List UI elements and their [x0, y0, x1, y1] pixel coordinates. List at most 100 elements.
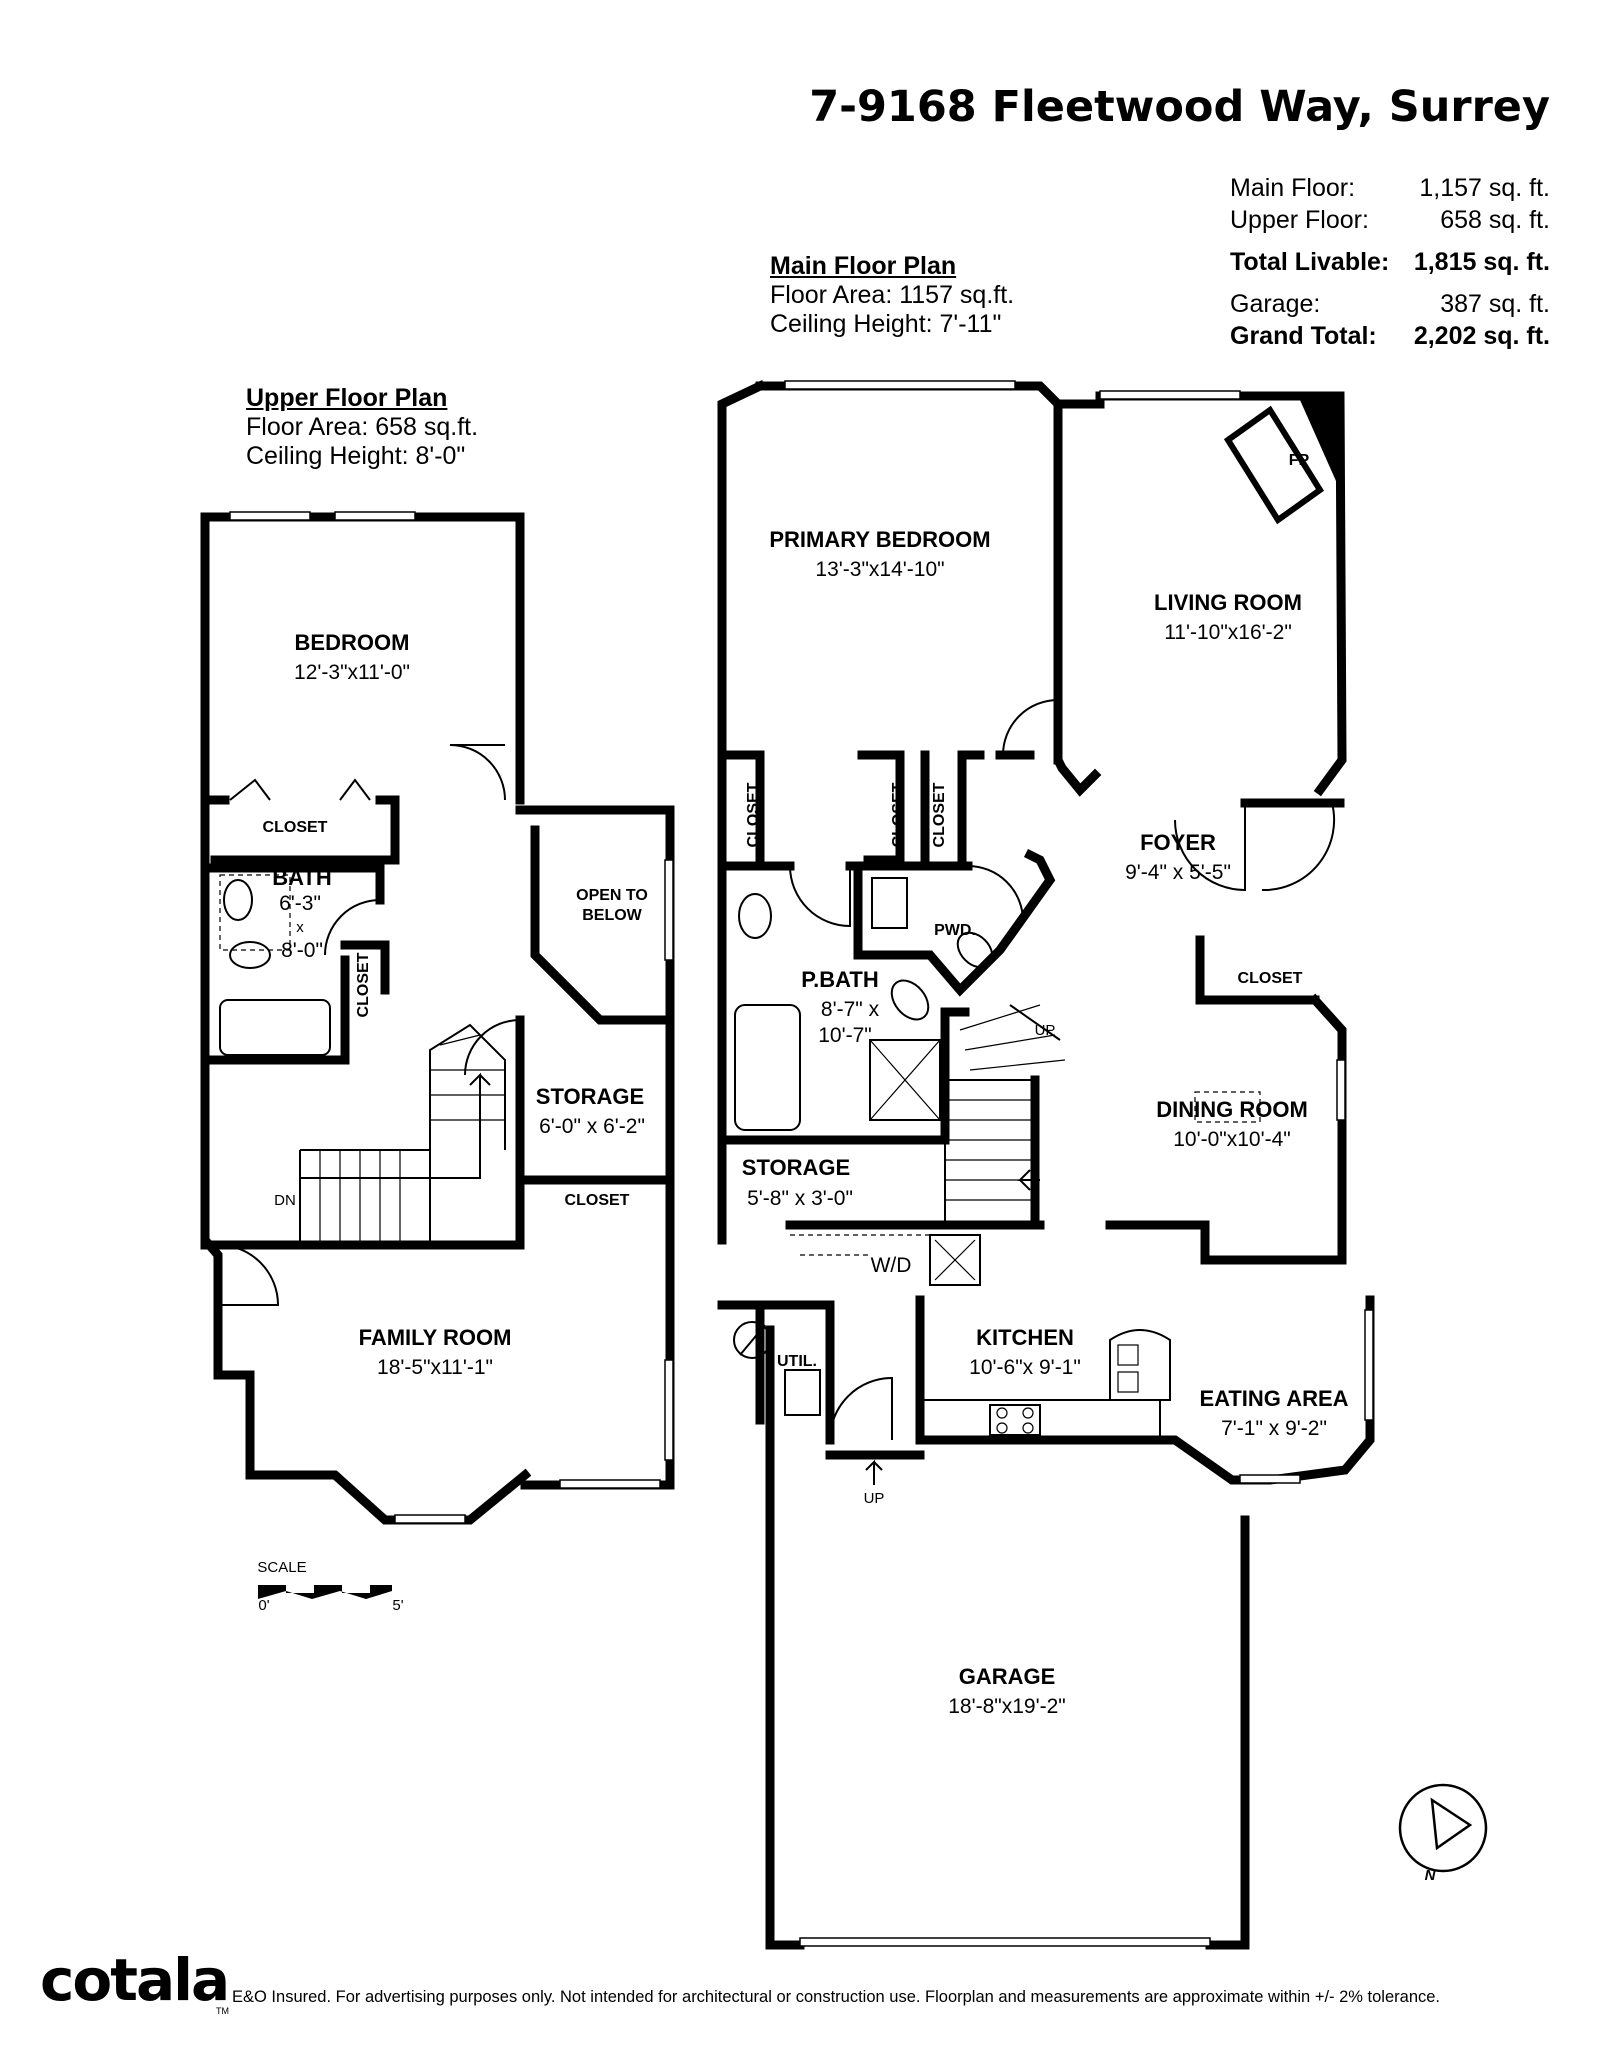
- north-label: N: [1425, 1867, 1437, 1884]
- garage-entry-door: [829, 1376, 893, 1441]
- p-bath-shower-wall: [940, 1007, 970, 1145]
- upper-south: [245, 1468, 532, 1525]
- p-bath-dims-1: 8'-7" x: [821, 998, 880, 1021]
- kitchen-range: [989, 1404, 1041, 1436]
- upper-outer-west: [200, 512, 255, 1480]
- main-dining-east: [1308, 993, 1347, 1265]
- upper-storage-dims: 6'-0" x 6'-2": [539, 1115, 645, 1138]
- garage-row: Garage: 387 sq. ft.: [1230, 288, 1550, 320]
- garage-west-wall: [765, 1325, 805, 1950]
- total-livable-row: Total Livable: 1,815 sq. ft.: [1230, 246, 1550, 278]
- garage-name: GARAGE: [959, 1664, 1056, 1689]
- p-bath-sink: [738, 893, 772, 939]
- scale-bar-graphic: [258, 1585, 392, 1599]
- garage-east-wall: [1205, 1515, 1250, 1950]
- upper-east-window: [664, 859, 674, 961]
- pwd-label: PWD.: [934, 922, 976, 939]
- upper-bath-dims-3: 8'-0": [281, 939, 323, 962]
- main-floor: [717, 380, 1375, 1950]
- main-floor-value: 1,157 sq. ft.: [1419, 174, 1550, 202]
- upper-closet-2-label: CLOSET: [355, 952, 372, 1017]
- burner-1: [996, 1407, 1008, 1419]
- upper-bedroom-dims: 12'-3"x11'-0": [294, 661, 410, 684]
- water-heater: [733, 1321, 771, 1359]
- eating-area-window: [1364, 1309, 1374, 1421]
- upper-bedroom-top: [200, 512, 525, 805]
- garage-up-arrow: [865, 1459, 883, 1485]
- open-to-below-line-2: BELOW: [582, 907, 642, 924]
- property-address: 7-9168 Fleetwood Way, Surrey: [809, 82, 1550, 132]
- primary-bedroom-dims: 13'-3"x14'-10": [815, 558, 944, 581]
- eating-south-window: [1239, 1474, 1301, 1484]
- eating-area-dims: 7'-1" x 9'-2": [1221, 1417, 1327, 1440]
- upper-bedroom-name: BEDROOM: [295, 630, 410, 655]
- p-bath-dims-2: 10'-7": [818, 1024, 872, 1047]
- family-room-name: FAMILY ROOM: [359, 1325, 512, 1350]
- kitchen-sink-2: [1117, 1371, 1139, 1393]
- upper-floor-area: Floor Area: 658 sq.ft.: [246, 413, 479, 441]
- foyer-dims: 9'-4" x 5'-5": [1125, 861, 1231, 884]
- p-bath-door: [789, 865, 851, 928]
- burner-4: [1022, 1422, 1034, 1434]
- primary-bedroom-closet-wall: [717, 750, 905, 865]
- upper-bath-dims-1: 6'-3": [279, 892, 321, 915]
- upper-bath-bottom: [200, 955, 350, 1065]
- main-floor-label: Main Floor:: [1230, 174, 1356, 202]
- burner-2: [1022, 1407, 1034, 1419]
- garage-door: [799, 1937, 1211, 1947]
- primary-bedroom-name: PRIMARY BEDROOM: [769, 527, 990, 552]
- garage-dims: 18'-8"x19'-2": [948, 1695, 1066, 1718]
- upper-storage-name: STORAGE: [536, 1084, 644, 1109]
- living-room-name: LIVING ROOM: [1154, 590, 1302, 615]
- cotala-logo: cotala: [40, 1946, 230, 2014]
- upper-stairs: [299, 1023, 506, 1245]
- upper-bedroom-door: [449, 744, 506, 801]
- scale-bar: SCALE 0' 5': [257, 1559, 403, 1614]
- scale-label: SCALE: [257, 1559, 306, 1576]
- upper-family-window-2: [559, 1479, 661, 1489]
- kitchen-dims: 10'-6"x 9'-1": [969, 1356, 1081, 1379]
- laundry-dash: [790, 1234, 931, 1256]
- upper-floor: [200, 511, 675, 1525]
- upper-bedroom-closet-wall: [200, 795, 400, 865]
- washer-dryer-label: W/D: [871, 1254, 912, 1277]
- upper-bath-vanity: [219, 874, 291, 951]
- pwd-door: [967, 865, 1024, 922]
- upper-storage-walls: [200, 1015, 675, 1250]
- north-arrow-icon: [1430, 1797, 1473, 1851]
- upper-floor-label: Upper Floor:: [1230, 206, 1369, 234]
- main-stairs-up-label: UP: [1035, 1022, 1056, 1039]
- garage-label: Garage:: [1230, 290, 1321, 318]
- dining-room-name: DINING ROOM: [1156, 1097, 1308, 1122]
- upper-stairs-dn-label: DN: [274, 1192, 296, 1209]
- washer-dryer-cross: [934, 1239, 976, 1281]
- primary-bedroom-door: [1002, 699, 1059, 756]
- upper-floor-plan-header: Upper Floor Plan Floor Area: 658 sq.ft. …: [246, 384, 478, 471]
- util-label: UTIL.: [777, 1353, 817, 1370]
- upper-bedroom-window-1: [229, 511, 311, 521]
- kitchen-sink-1: [1117, 1344, 1139, 1366]
- family-room-dims: 18'-5"x11'-1": [377, 1356, 493, 1379]
- upper-bath-tub: [219, 999, 331, 1056]
- area-summary: Main Floor: 1,157 sq. ft. Upper Floor: 6…: [1230, 172, 1550, 352]
- upper-open-below-wall: [530, 825, 675, 1025]
- main-stairs: [944, 1004, 1066, 1225]
- upper-bath-door: [324, 899, 381, 956]
- main-floor-area: Floor Area: 1157 sq.ft.: [770, 281, 1015, 309]
- main-closet-3-label: CLOSET: [931, 782, 948, 847]
- p-bath-toilet: [890, 979, 930, 1021]
- upper-floor-row: Upper Floor: 658 sq. ft.: [1230, 204, 1550, 236]
- p-bath-name: P.BATH: [801, 967, 878, 992]
- living-room-door-slider: [1099, 390, 1241, 400]
- upper-closet-3-label: CLOSET: [565, 1192, 630, 1209]
- main-floor-plan-title: Main Floor Plan: [770, 252, 957, 280]
- dining-light: [1194, 1091, 1261, 1123]
- main-floor-row: Main Floor: 1,157 sq. ft.: [1230, 172, 1550, 204]
- upper-floor-value: 658 sq. ft.: [1440, 206, 1550, 234]
- grand-total-row: Grand Total: 2,202 sq. ft.: [1230, 320, 1550, 352]
- p-bath-tub: [734, 1004, 801, 1131]
- garage-north-wall: [825, 1435, 1055, 1460]
- upper-closet-1-label: CLOSET: [263, 819, 328, 836]
- scale-end: 5': [392, 1597, 403, 1614]
